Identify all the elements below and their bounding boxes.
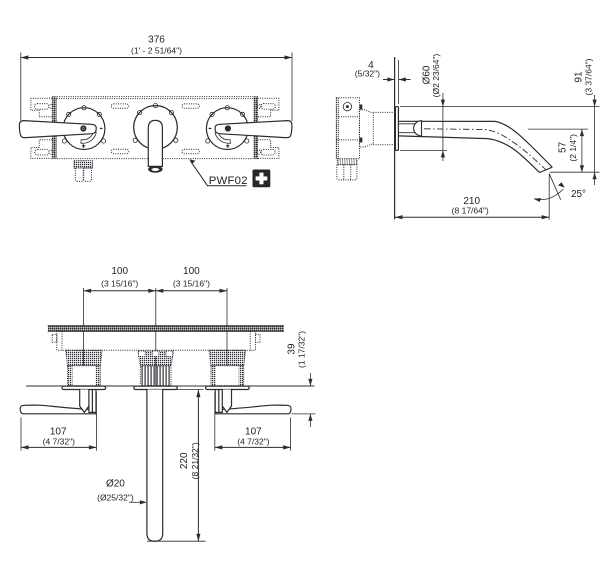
svg-text:(Ø25/32"): (Ø25/32") — [97, 492, 134, 502]
svg-text:Ø60: Ø60 — [421, 65, 432, 84]
svg-text:57: 57 — [558, 141, 569, 153]
svg-text:(4 7/32"): (4 7/32") — [43, 437, 75, 447]
svg-text:39: 39 — [287, 343, 298, 355]
svg-text:(Ø2 23/64"): (Ø2 23/64") — [431, 54, 441, 98]
svg-text:220: 220 — [179, 452, 190, 469]
svg-text:(2 1/4"): (2 1/4") — [568, 134, 578, 162]
svg-text:100: 100 — [183, 266, 200, 277]
svg-text:Ø20: Ø20 — [106, 479, 125, 490]
svg-text:91: 91 — [574, 71, 585, 83]
svg-text:PWF02: PWF02 — [209, 175, 248, 187]
svg-text:107: 107 — [50, 426, 67, 437]
svg-text:4: 4 — [368, 60, 374, 71]
svg-text:(8 21/32"): (8 21/32") — [190, 442, 200, 479]
svg-text:376: 376 — [148, 35, 165, 46]
svg-text:(4 7/32"): (4 7/32") — [237, 437, 269, 447]
svg-text:100: 100 — [111, 266, 128, 277]
svg-text:(1 17/32"): (1 17/32") — [296, 331, 306, 368]
svg-text:(3 15/16"): (3 15/16") — [173, 278, 210, 288]
svg-text:(5/32"): (5/32") — [355, 69, 380, 79]
svg-text:(8 17/64"): (8 17/64") — [452, 205, 489, 215]
svg-text:210: 210 — [463, 196, 480, 207]
svg-text:(3 15/16"): (3 15/16") — [101, 278, 138, 288]
svg-text:107: 107 — [245, 426, 262, 437]
svg-text:(1' - 2 51/64"): (1' - 2 51/64") — [131, 45, 182, 55]
svg-text:25°: 25° — [571, 189, 586, 200]
svg-text:(3 37/64"): (3 37/64") — [584, 58, 594, 95]
